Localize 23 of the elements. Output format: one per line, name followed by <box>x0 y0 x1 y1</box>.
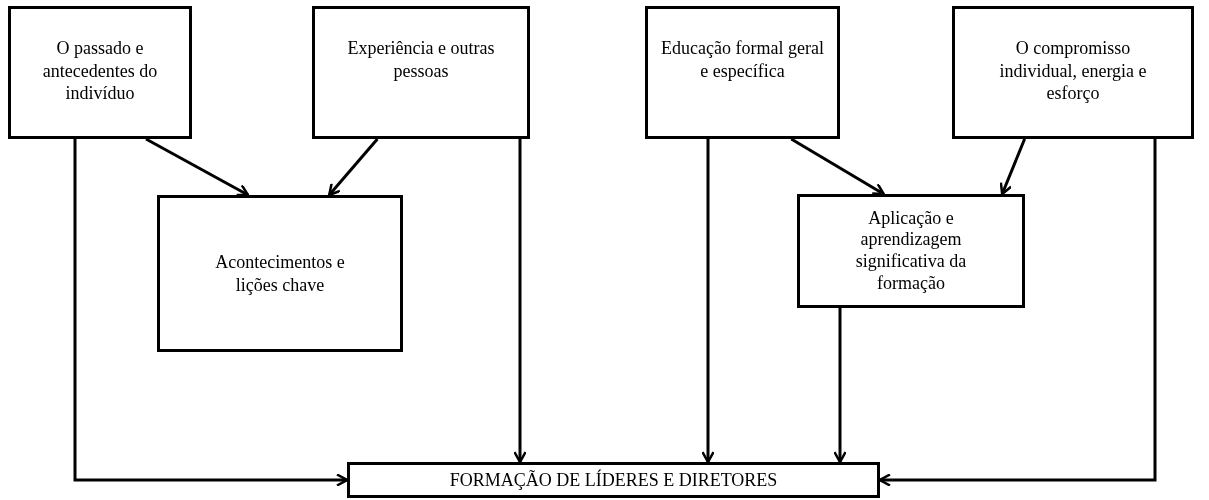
arrow <box>145 137 250 197</box>
text-box <box>952 6 1194 139</box>
text-box <box>645 6 840 139</box>
box-label: Experiência e outras pessoas <box>346 37 496 82</box>
text-box <box>797 194 1025 308</box>
text-box <box>312 6 530 139</box>
arrow <box>878 139 1157 487</box>
arrow <box>701 139 715 464</box>
box-label: Acontecimentos e lições chave <box>214 251 346 296</box>
text-box <box>8 6 192 139</box>
box-label: O passado e antecedentes do indivíduo <box>41 37 159 105</box>
arrow <box>327 138 379 197</box>
arrow <box>833 308 847 464</box>
text-box <box>347 462 880 498</box>
box-label: Educação formal geral e específica <box>660 37 825 82</box>
arrow <box>790 137 885 196</box>
arrow <box>513 139 527 464</box>
box-label: O compromisso individual, energia e esforço <box>998 37 1148 105</box>
box-label: Aplicação e aprendizagem significativa da formação <box>854 207 968 295</box>
arrow <box>999 138 1026 196</box>
box-label: FORMAÇÃO DE LÍDERES E DIRETORES <box>449 468 778 492</box>
arrow <box>73 139 349 487</box>
text-box <box>157 195 403 352</box>
